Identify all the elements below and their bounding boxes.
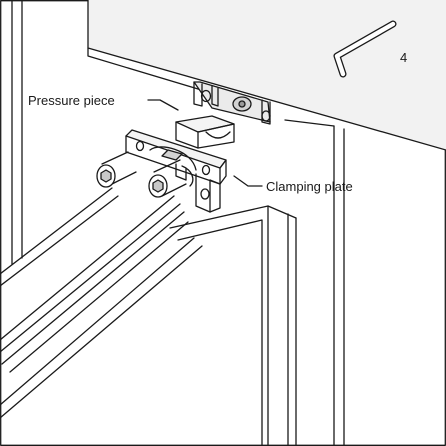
wrench-size-label: 4 — [400, 50, 407, 65]
guide-rails — [0, 187, 203, 419]
pressure-piece-label: Pressure piece — [28, 93, 115, 108]
hex-key-icon — [333, 20, 397, 78]
left-panel — [11, 0, 23, 265]
clamping-plate — [125, 129, 227, 213]
clamping-screws — [96, 151, 187, 198]
lower-frame — [169, 205, 297, 446]
pressure-piece — [175, 115, 235, 149]
clamping-plate-leader — [233, 175, 263, 187]
top-panel-face — [88, 0, 446, 150]
pressure-piece-leader — [147, 99, 179, 111]
mounting-bracket — [193, 81, 271, 125]
clamping-plate-label: Clamping plate — [266, 179, 353, 194]
right-column — [284, 119, 345, 446]
